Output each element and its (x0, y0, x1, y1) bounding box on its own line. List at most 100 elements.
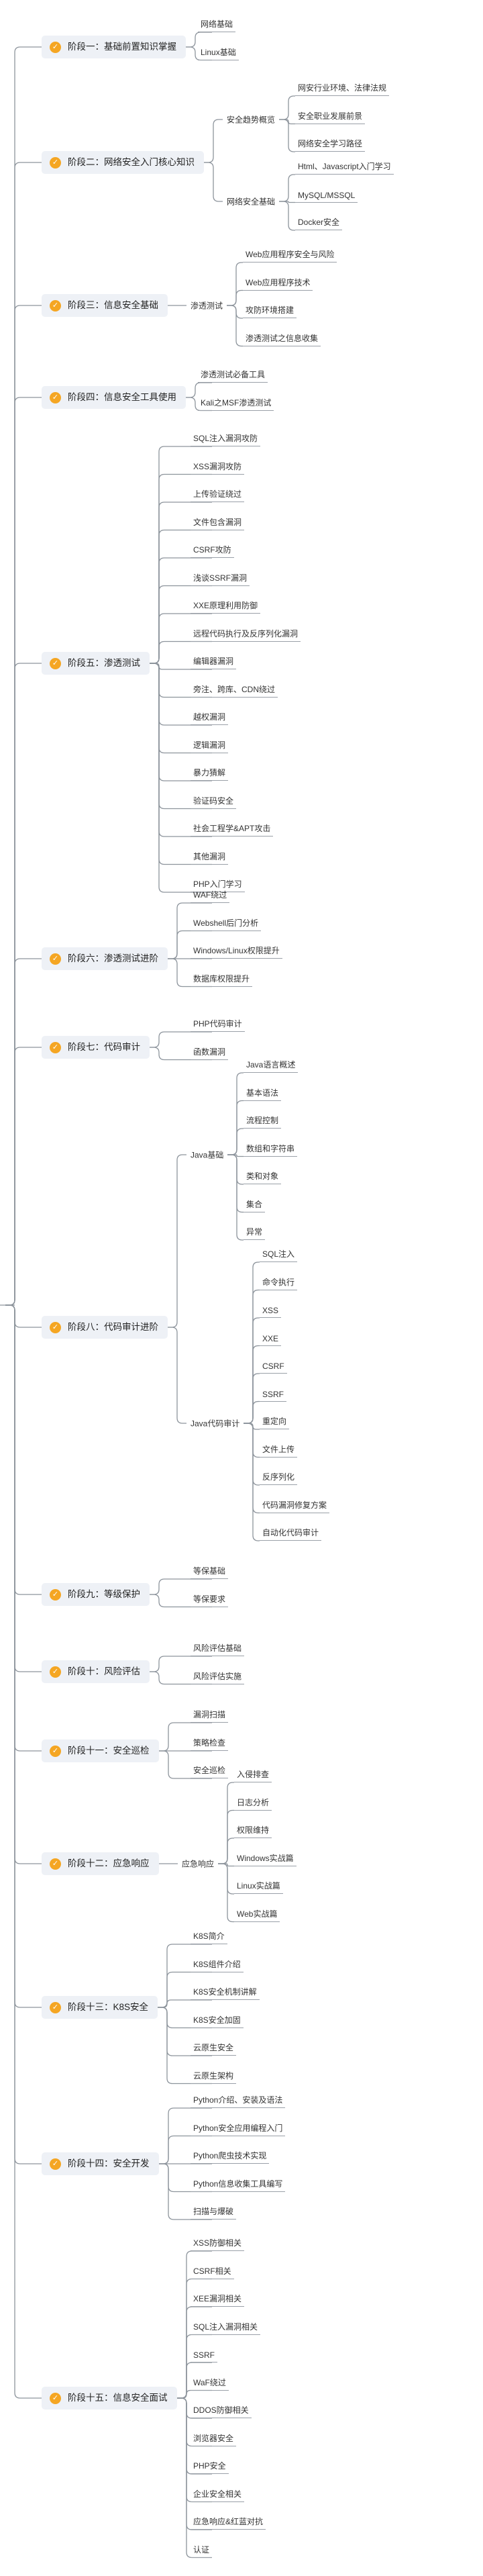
leaf-node: 远程代码执行及反序列化漏洞 (191, 628, 301, 642)
connector-line (244, 1423, 260, 1458)
leaf-node: Docker安全 (295, 216, 343, 230)
stage-node[interactable]: ✓阶段一：基础前置知识掌握 (42, 36, 186, 58)
connector-line (244, 1289, 260, 1424)
leaf-node: 旁注、跨库、CDN绕过 (191, 683, 278, 698)
leaf-node: PHP代码审计 (191, 1018, 245, 1032)
connector-line (150, 1047, 212, 1061)
connector-line (227, 289, 243, 306)
leaf-node: K8S简介 (191, 1930, 227, 1944)
leaf-node: Kali之MSF渗透测试 (198, 397, 274, 411)
stage-label: 阶段一：基础前置知识掌握 (68, 42, 176, 52)
leaf-node: 网安行业环境、法律法规 (295, 82, 390, 96)
connector-line (5, 1304, 42, 2008)
leaf-node: XXE原理利用防御 (191, 600, 261, 614)
connector-line (5, 162, 42, 1306)
stage-node[interactable]: ✓阶段五：渗透测试 (42, 652, 150, 675)
connector-line (5, 397, 42, 1306)
leaf-node: 应急响应&红蓝对抗 (191, 2516, 266, 2530)
leaf-node: Webshell后门分析 (191, 917, 262, 931)
check-circle-icon: ✓ (50, 1666, 61, 1678)
leaf-node: 企业安全相关 (191, 2488, 245, 2502)
leaf-node: 类和对象 (244, 1170, 282, 1184)
check-circle-icon: ✓ (50, 657, 61, 669)
stage-label: 阶段十：风险评估 (68, 1666, 140, 1676)
leaf-node: 上传验证绕过 (191, 488, 245, 502)
stage-node[interactable]: ✓阶段十五：信息安全面试 (42, 2387, 177, 2410)
stage-node[interactable]: ✓ 阶段十：风险评估 (42, 1660, 150, 1683)
stage-node[interactable]: ✓阶段十一：安全巡检 (42, 1739, 159, 1762)
stage-node[interactable]: ✓阶段十四：安全开发 (42, 2152, 159, 2175)
leaf-node: 渗透测试必备工具 (198, 369, 268, 383)
connector-line (244, 1373, 260, 1424)
connector-line (158, 2007, 212, 2085)
leaf-node: 云原生架构 (191, 2070, 237, 2084)
stage-node[interactable]: ✓阶段十三：K8S安全 (42, 1996, 158, 2019)
stage-label: 阶段六：渗透测试进阶 (68, 953, 158, 963)
stage-label: 阶段十四：安全开发 (68, 2158, 150, 2168)
connector-line (227, 1072, 244, 1155)
connector-line (168, 1154, 186, 1328)
leaf-node: Linux基础 (198, 46, 239, 60)
connector-line (150, 1031, 212, 1048)
connector-line (177, 2389, 212, 2399)
connector-line (5, 1304, 42, 1328)
leaf-node: Python安全应用编程入门 (191, 2122, 286, 2136)
stage-node[interactable]: ✓阶段四：信息安全工具使用 (42, 386, 186, 409)
connector-line (186, 32, 212, 48)
stage-node[interactable]: ✓阶段十二：应急响应 (42, 1852, 159, 1875)
connector-line (158, 1999, 212, 2008)
check-circle-icon: ✓ (50, 1041, 61, 1053)
connector-line (168, 1327, 186, 1424)
check-circle-icon: ✓ (50, 2392, 61, 2404)
leaf-node: K8S组件介绍 (191, 1958, 244, 1972)
leaf-node: Windows/Linux权限提升 (191, 945, 282, 959)
connector-line (227, 1128, 244, 1155)
connector-line (244, 1317, 260, 1424)
connector-line (5, 1304, 42, 1672)
stage-label: 阶段十三：K8S安全 (68, 2002, 149, 2012)
leaf-node: XSS防御相关 (191, 2237, 245, 2251)
leaf-node: 安全职业发展前景 (295, 110, 366, 124)
connector-line (150, 1671, 212, 1685)
leaf-node: XSS漏洞攻防 (191, 461, 245, 475)
connector-line (244, 1261, 260, 1424)
leaf-node: WAF绕过 (191, 889, 230, 903)
stage-label: 阶段七：代码审计 (68, 1042, 140, 1052)
check-circle-icon: ✓ (50, 1588, 61, 1601)
branch-node: 安全趋势概览 (224, 113, 278, 126)
connector-line (227, 1154, 244, 1213)
check-circle-icon: ✓ (50, 1858, 61, 1870)
check-circle-icon: ✓ (50, 1745, 61, 1757)
leaf-node: 网络基础 (198, 18, 236, 32)
stage-node[interactable]: ✓ 阶段七：代码审计 (42, 1036, 150, 1059)
leaf-node: 云原生安全 (191, 2042, 237, 2056)
connector-line (227, 1154, 244, 1185)
stage-node[interactable]: ✓阶段三：信息安全基础 (42, 294, 168, 317)
stage-label: 阶段四：信息安全工具使用 (68, 392, 176, 402)
leaf-node: XEE漏洞相关 (191, 2293, 245, 2307)
connector-line (150, 1656, 212, 1672)
stage-node[interactable]: ✓阶段二：网络安全入门核心知识 (42, 151, 204, 174)
check-circle-icon: ✓ (50, 299, 61, 312)
leaf-node: 入侵排查 (234, 1768, 272, 1782)
leaf-node: 暴力猜解 (191, 767, 229, 781)
leaf-node: Python信息收集工具编写 (191, 2178, 286, 2192)
connector-line (218, 1782, 234, 1864)
connector-line (227, 1100, 244, 1155)
connector-line (279, 201, 295, 231)
connector-line (279, 201, 295, 203)
stage-node[interactable]: ✓阶段九：等级保护 (42, 1583, 150, 1606)
connector-line (244, 1400, 260, 1424)
stage-node[interactable]: ✓阶段六：渗透测试进阶 (42, 947, 168, 970)
leaf-node: 风险评估实施 (191, 1670, 245, 1684)
stage-node[interactable]: ✓阶段八：代码审计进阶 (42, 1316, 168, 1339)
connector-line (168, 958, 212, 988)
connector-line (5, 1047, 42, 1306)
leaf-node: CSRF (260, 1362, 287, 1374)
leaf-node: WaF绕过 (191, 2377, 229, 2391)
leaf-node: Web应用程序安全与风险 (243, 248, 337, 263)
leaf-node: 安全巡检 (191, 1764, 229, 1778)
connector-line (159, 2163, 212, 2220)
leaf-node: SSRF (260, 1390, 287, 1402)
